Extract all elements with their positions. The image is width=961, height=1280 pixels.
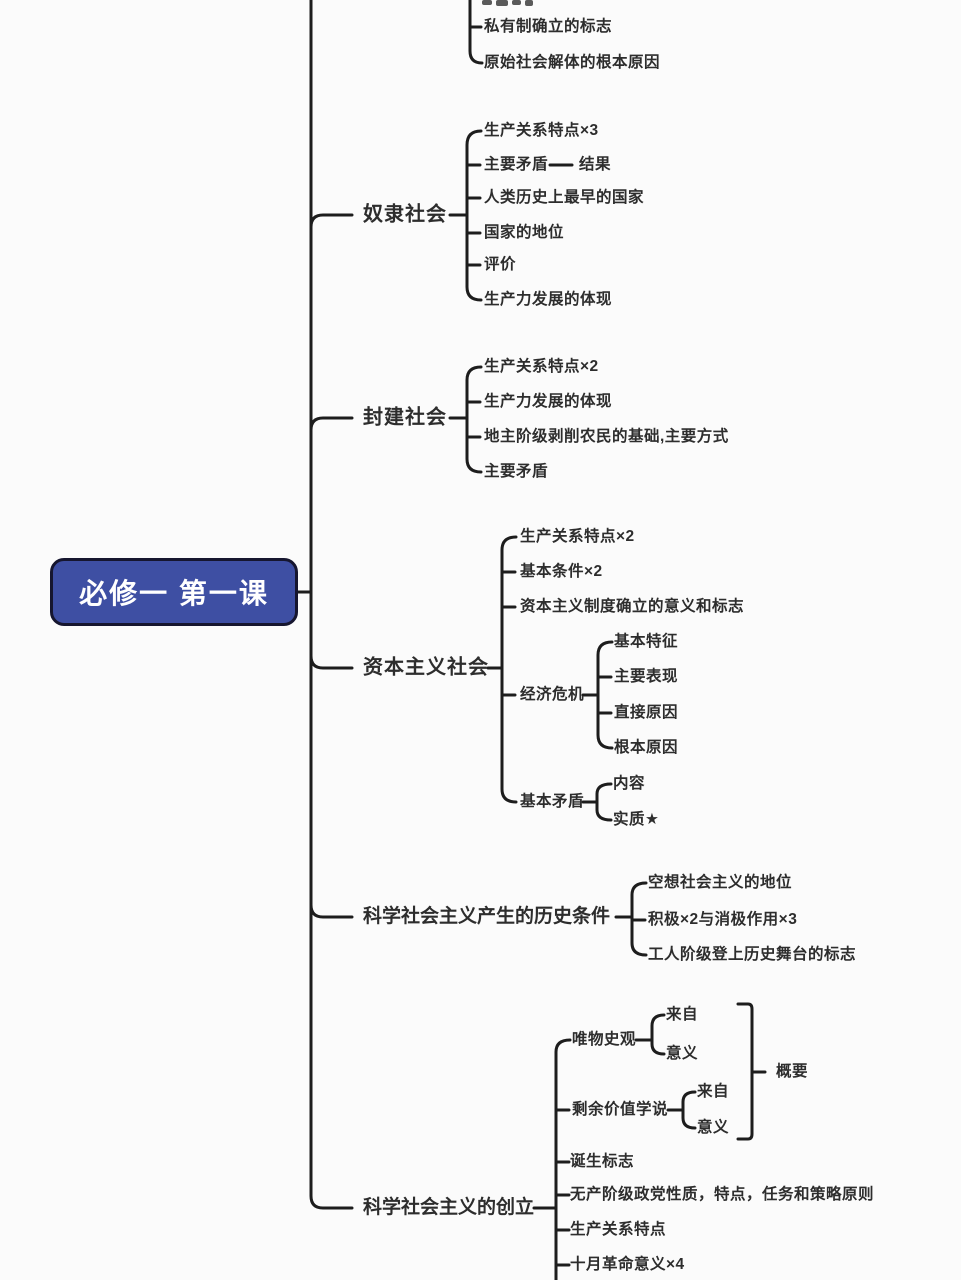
- contradiction-children-bracket: [595, 782, 613, 822]
- truncated-text-fragment: [482, 0, 492, 5]
- conditions-branch-connector: [309, 903, 354, 919]
- crisis-children-bracket: [596, 640, 614, 750]
- topic-slave-evaluation[interactable]: 评价: [484, 256, 517, 274]
- topic-slave-main-contradiction[interactable]: 主要矛盾: [484, 156, 549, 174]
- feudal-children-bracket: [465, 365, 483, 474]
- surplus-children-bracket: [681, 1090, 697, 1130]
- truncated-text-fragment: [525, 0, 533, 6]
- topic-basic-conditions[interactable]: 基本条件×2: [520, 563, 603, 581]
- topic-capitalist-establishment[interactable]: 资本主义制度确立的意义和标志: [520, 598, 745, 616]
- topic-surplus-significance[interactable]: 意义: [697, 1119, 730, 1137]
- topic-private-ownership-mark[interactable]: 私有制确立的标志: [484, 18, 613, 36]
- branch-feudal-society[interactable]: 封建社会: [363, 406, 447, 429]
- topic-utopian-status[interactable]: 空想社会主义的地位: [648, 874, 793, 892]
- topic-feudal-productivity[interactable]: 生产力发展的体现: [484, 393, 613, 411]
- topic-working-class-mark[interactable]: 工人阶级登上历史舞台的标志: [648, 946, 857, 964]
- topic-crisis-main-manifestation[interactable]: 主要表现: [614, 668, 679, 686]
- topic-surplus-value[interactable]: 剩余价值学说: [572, 1101, 669, 1119]
- topic-birth-mark[interactable]: 诞生标志: [570, 1153, 635, 1171]
- topic-party-principles[interactable]: 无产阶级政党性质，特点，任务和策略原则: [570, 1186, 875, 1204]
- topic-founding-relations[interactable]: 生产关系特点: [570, 1221, 667, 1239]
- topic-crisis-basic-features[interactable]: 基本特征: [614, 633, 679, 651]
- topic-october-revolution[interactable]: 十月革命意义×4: [570, 1256, 685, 1274]
- branch-slave-society[interactable]: 奴隶社会: [363, 203, 447, 226]
- topic-materialism-significance[interactable]: 意义: [666, 1045, 699, 1063]
- topic-basic-contradiction[interactable]: 基本矛盾: [520, 793, 585, 811]
- root-label: 必修一 第一课: [79, 578, 269, 609]
- truncated-text-fragment: [512, 0, 521, 5]
- truncated-text-fragment: [496, 0, 508, 6]
- topic-economic-crisis[interactable]: 经济危机: [520, 686, 585, 704]
- capitalist-children-bracket: [500, 535, 518, 804]
- topic-feudal-exploitation[interactable]: 地主阶级剥削农民的基础,主要方式: [484, 428, 729, 446]
- topic-feudal-relations[interactable]: 生产关系特点×2: [484, 358, 599, 376]
- truncated-branch-bracket: [468, 0, 484, 65]
- topic-crisis-root-cause[interactable]: 根本原因: [614, 739, 679, 757]
- topic-surplus-origin[interactable]: 来自: [697, 1083, 730, 1101]
- topic-contradiction-essence[interactable]: 实质★: [613, 811, 660, 829]
- topic-slave-productivity[interactable]: 生产力发展的体现: [484, 291, 613, 309]
- branch-capitalist-society[interactable]: 资本主义社会: [363, 656, 489, 679]
- topic-summary[interactable]: 概要: [776, 1063, 809, 1081]
- topic-historical-materialism[interactable]: 唯物史观: [572, 1031, 637, 1049]
- topic-primitive-dissolution-cause[interactable]: 原始社会解体的根本原因: [484, 54, 661, 72]
- branch-historical-conditions[interactable]: 科学社会主义产生的历史条件: [363, 906, 611, 928]
- topic-contradiction-content[interactable]: 内容: [613, 775, 646, 793]
- topic-state-status[interactable]: 国家的地位: [484, 224, 565, 242]
- topic-capitalist-relations[interactable]: 生产关系特点×2: [520, 528, 635, 546]
- topic-utopian-effects[interactable]: 积极×2与消极作用×3: [648, 911, 798, 929]
- topic-crisis-direct-cause[interactable]: 直接原因: [614, 704, 679, 722]
- feudal-branch-connector: [309, 416, 354, 432]
- materialism-children-bracket: [650, 1013, 666, 1056]
- topic-feudal-main-contradiction[interactable]: 主要矛盾: [484, 463, 549, 481]
- branch-founding[interactable]: 科学社会主义的创立: [363, 1197, 535, 1219]
- summary-square-bracket: [736, 1002, 754, 1141]
- slave-branch-connector: [309, 213, 354, 229]
- topic-slave-relations[interactable]: 生产关系特点×3: [484, 122, 599, 140]
- root-node[interactable]: 必修一 第一课: [50, 558, 298, 626]
- topic-slave-result[interactable]: 结果: [579, 156, 612, 174]
- capitalist-branch-connector: [309, 654, 354, 670]
- founding-children-bracket: [554, 1038, 572, 1280]
- topic-materialism-origin[interactable]: 来自: [666, 1006, 699, 1024]
- trunk-line: [309, 0, 354, 1210]
- slave-children-bracket: [465, 129, 483, 302]
- topic-earliest-state[interactable]: 人类历史上最早的国家: [484, 189, 645, 207]
